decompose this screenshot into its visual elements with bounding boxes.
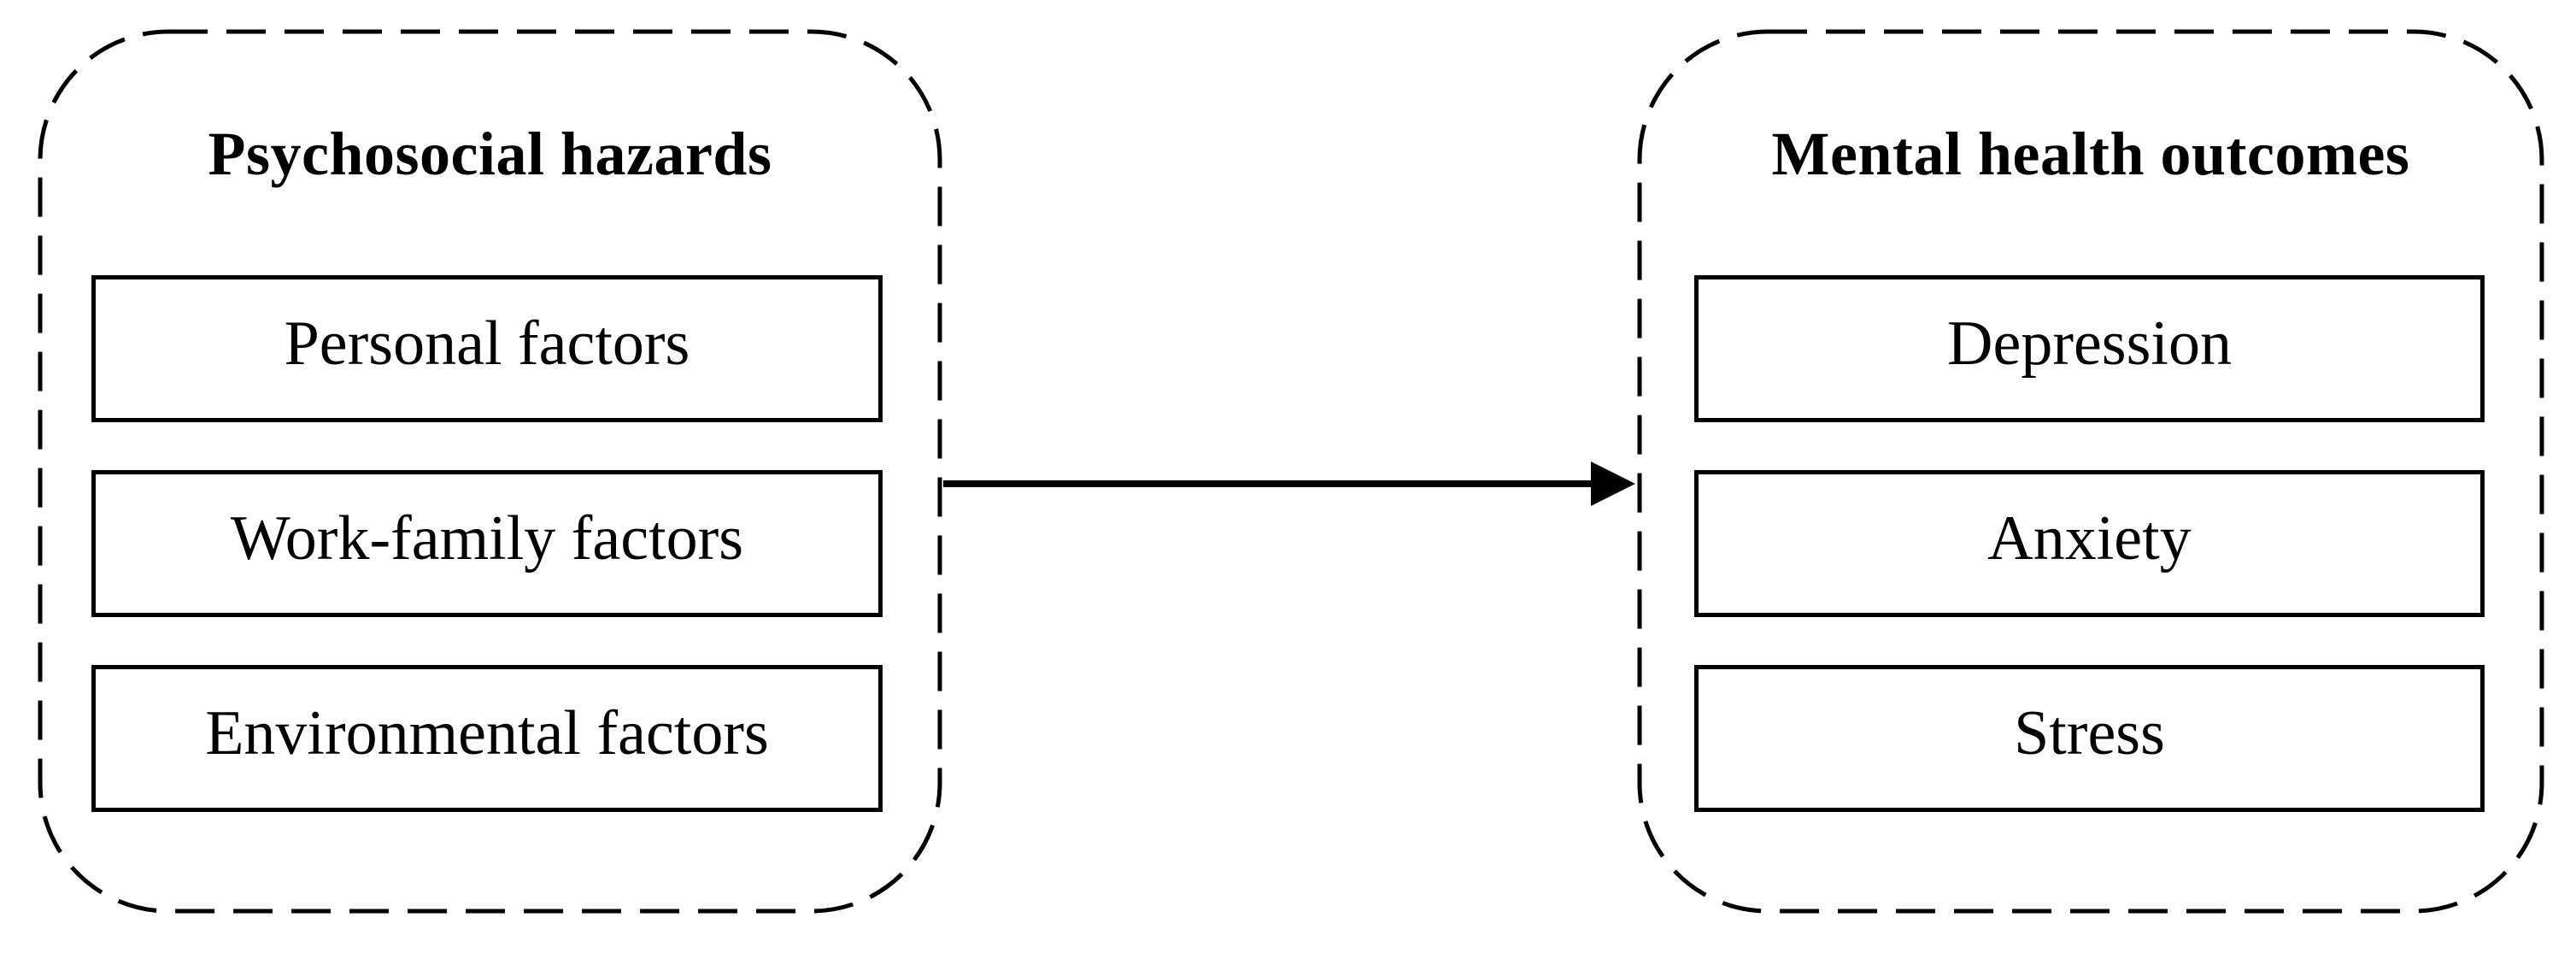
arrow-head-icon bbox=[1591, 462, 1635, 506]
box-label: Depression bbox=[1947, 309, 2232, 379]
box-work-family-factors: Work-family factors bbox=[91, 470, 883, 617]
box-stress: Stress bbox=[1694, 665, 2485, 812]
box-anxiety: Anxiety bbox=[1694, 470, 2485, 617]
right-panel-dashed-border bbox=[1637, 29, 2544, 914]
box-label: Anxiety bbox=[1987, 503, 2192, 574]
box-depression: Depression bbox=[1694, 275, 2485, 422]
left-panel-dashed-border bbox=[38, 29, 942, 914]
box-label: Stress bbox=[2014, 698, 2165, 768]
box-label: Environmental factors bbox=[205, 698, 769, 768]
box-label: Work-family factors bbox=[230, 503, 744, 574]
panel-psychosocial-hazards: Psychosocial hazards Personal factors Wo… bbox=[38, 30, 942, 913]
box-personal-factors: Personal factors bbox=[91, 275, 883, 422]
box-label: Personal factors bbox=[284, 309, 690, 379]
right-panel-title: Mental health outcomes bbox=[1771, 119, 2410, 188]
panel-mental-health-outcomes: Mental health outcomes Depression Anxiet… bbox=[1638, 30, 2544, 913]
left-panel-title: Psychosocial hazards bbox=[208, 119, 772, 188]
box-environmental-factors: Environmental factors bbox=[91, 665, 883, 812]
